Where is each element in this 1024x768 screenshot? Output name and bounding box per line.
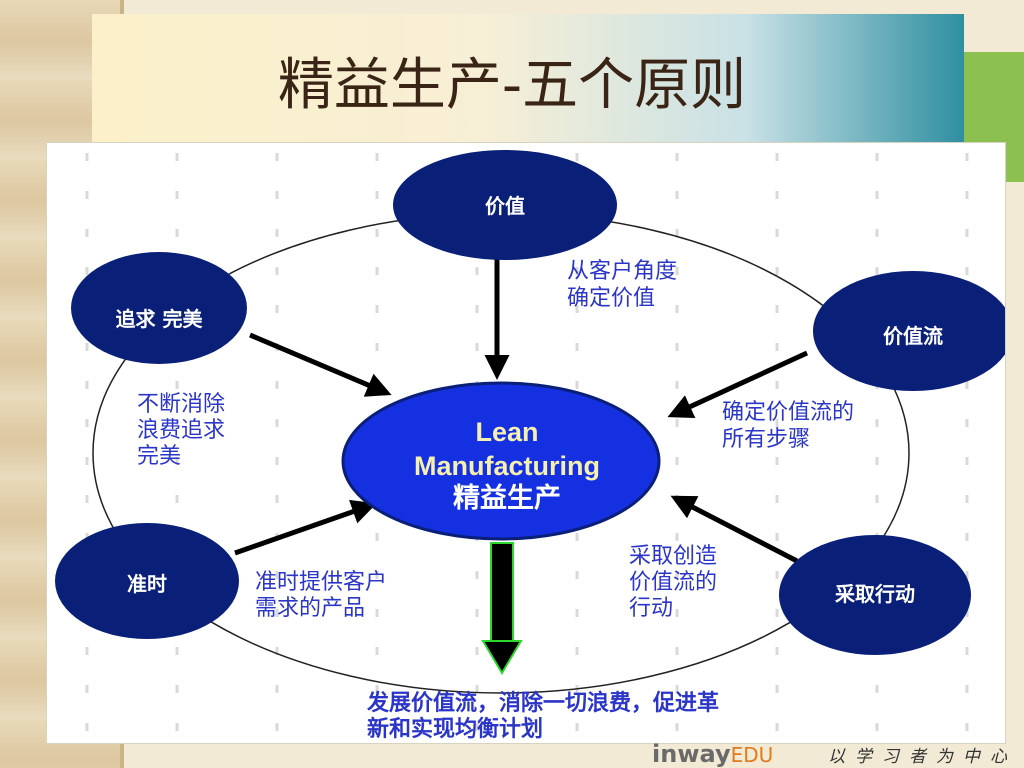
diagram-panel: Lean Manufacturing 精益生产 价值 追求 完美 价值流 准时 … — [46, 142, 1006, 744]
brand-logo: inwayEDU — [652, 740, 773, 768]
node-value-stream: 价值流 — [813, 271, 1005, 391]
annotation-jit-line1: 准时提供客户 — [255, 570, 387, 595]
arrow-value-stream — [667, 350, 809, 419]
node-act-label: 采取行动 — [835, 582, 915, 606]
down-arrow — [481, 542, 523, 675]
annotation-perfect-line1: 不断消除 — [137, 392, 225, 417]
center-label-3: 精益生产 — [453, 483, 561, 514]
annotation-act-line2: 价值流的 — [629, 570, 717, 595]
lean-diagram: Lean Manufacturing 精益生产 价值 追求 完美 价值流 准时 … — [55, 150, 1005, 742]
arrow-jit — [234, 499, 377, 556]
node-act: 采取行动 — [779, 535, 971, 655]
annotation-value-line1: 从客户角度 — [567, 259, 677, 284]
center-label-1: Lean — [475, 417, 538, 447]
annotation-value-stream-line1: 确定价值流的 — [722, 400, 854, 425]
annotation-act-line3: 行动 — [629, 596, 673, 621]
node-value-stream-label: 价值流 — [883, 324, 943, 348]
page-title: 精益生产-五个原则 — [277, 53, 747, 118]
annotation-bottom-line2: 新和实现均衡计划 — [367, 716, 543, 742]
brand-main: inway — [652, 740, 731, 768]
annotation-value-stream-line2: 所有步骤 — [722, 427, 810, 452]
arrow-act — [670, 495, 799, 564]
annotation-perfect-line2: 浪费追求 — [137, 418, 225, 443]
node-value: 价值 — [393, 150, 617, 260]
node-value-label: 价值 — [485, 194, 525, 218]
annotation-act-line1: 采取创造 — [629, 544, 717, 569]
annotation-perfect-line3: 完美 — [137, 444, 181, 469]
brand-slogan: 以学习者为中心 — [828, 747, 1017, 767]
arrow-perfect — [249, 332, 392, 397]
center-ellipse — [341, 381, 661, 541]
node-perfect: 追求 完美 — [71, 252, 247, 364]
title-banner — [92, 14, 964, 142]
node-jit: 准时 — [55, 523, 239, 639]
annotation-value-line2: 确定价值 — [567, 286, 655, 311]
annotation-bottom-line1: 发展价值流，消除一切浪费，促进革 — [366, 690, 719, 716]
annotation-jit-line2: 需求的产品 — [255, 596, 365, 621]
node-jit-label: 准时 — [127, 572, 167, 596]
brand-suffix: EDU — [730, 743, 774, 767]
center-label-2: Manufacturing — [414, 451, 600, 481]
node-perfect-label: 追求 完美 — [116, 307, 204, 331]
